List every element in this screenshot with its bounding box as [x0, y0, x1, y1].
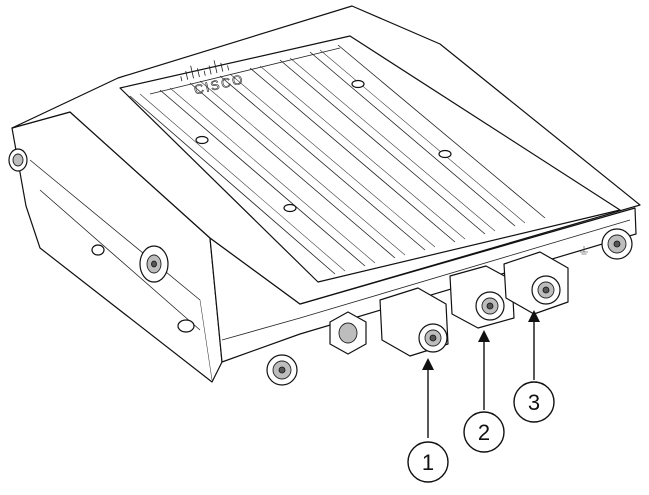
callout-3: 3	[513, 310, 555, 423]
cable-gland	[329, 311, 367, 355]
callout-1-label: 1	[422, 450, 434, 475]
callout-3-label: 3	[528, 390, 540, 415]
callout-2: 2	[463, 330, 505, 453]
antenna-connector-bottom	[266, 354, 298, 386]
callout-1: 1	[407, 358, 449, 483]
port-3-connector	[503, 251, 569, 315]
port-2-connector	[449, 265, 515, 329]
ground-symbol	[580, 246, 588, 255]
access-point-body: CISCO	[8, 5, 641, 386]
heat-sink-fins	[129, 44, 546, 275]
callout-2-label: 2	[478, 420, 490, 445]
antenna-connector-right	[601, 228, 633, 260]
mounting-hole	[177, 319, 195, 333]
side-connector	[139, 245, 169, 283]
screw-bosses	[195, 79, 452, 213]
port-1-connector	[379, 287, 449, 357]
mounting-hole	[91, 244, 105, 256]
antenna-connector-left	[8, 148, 28, 172]
